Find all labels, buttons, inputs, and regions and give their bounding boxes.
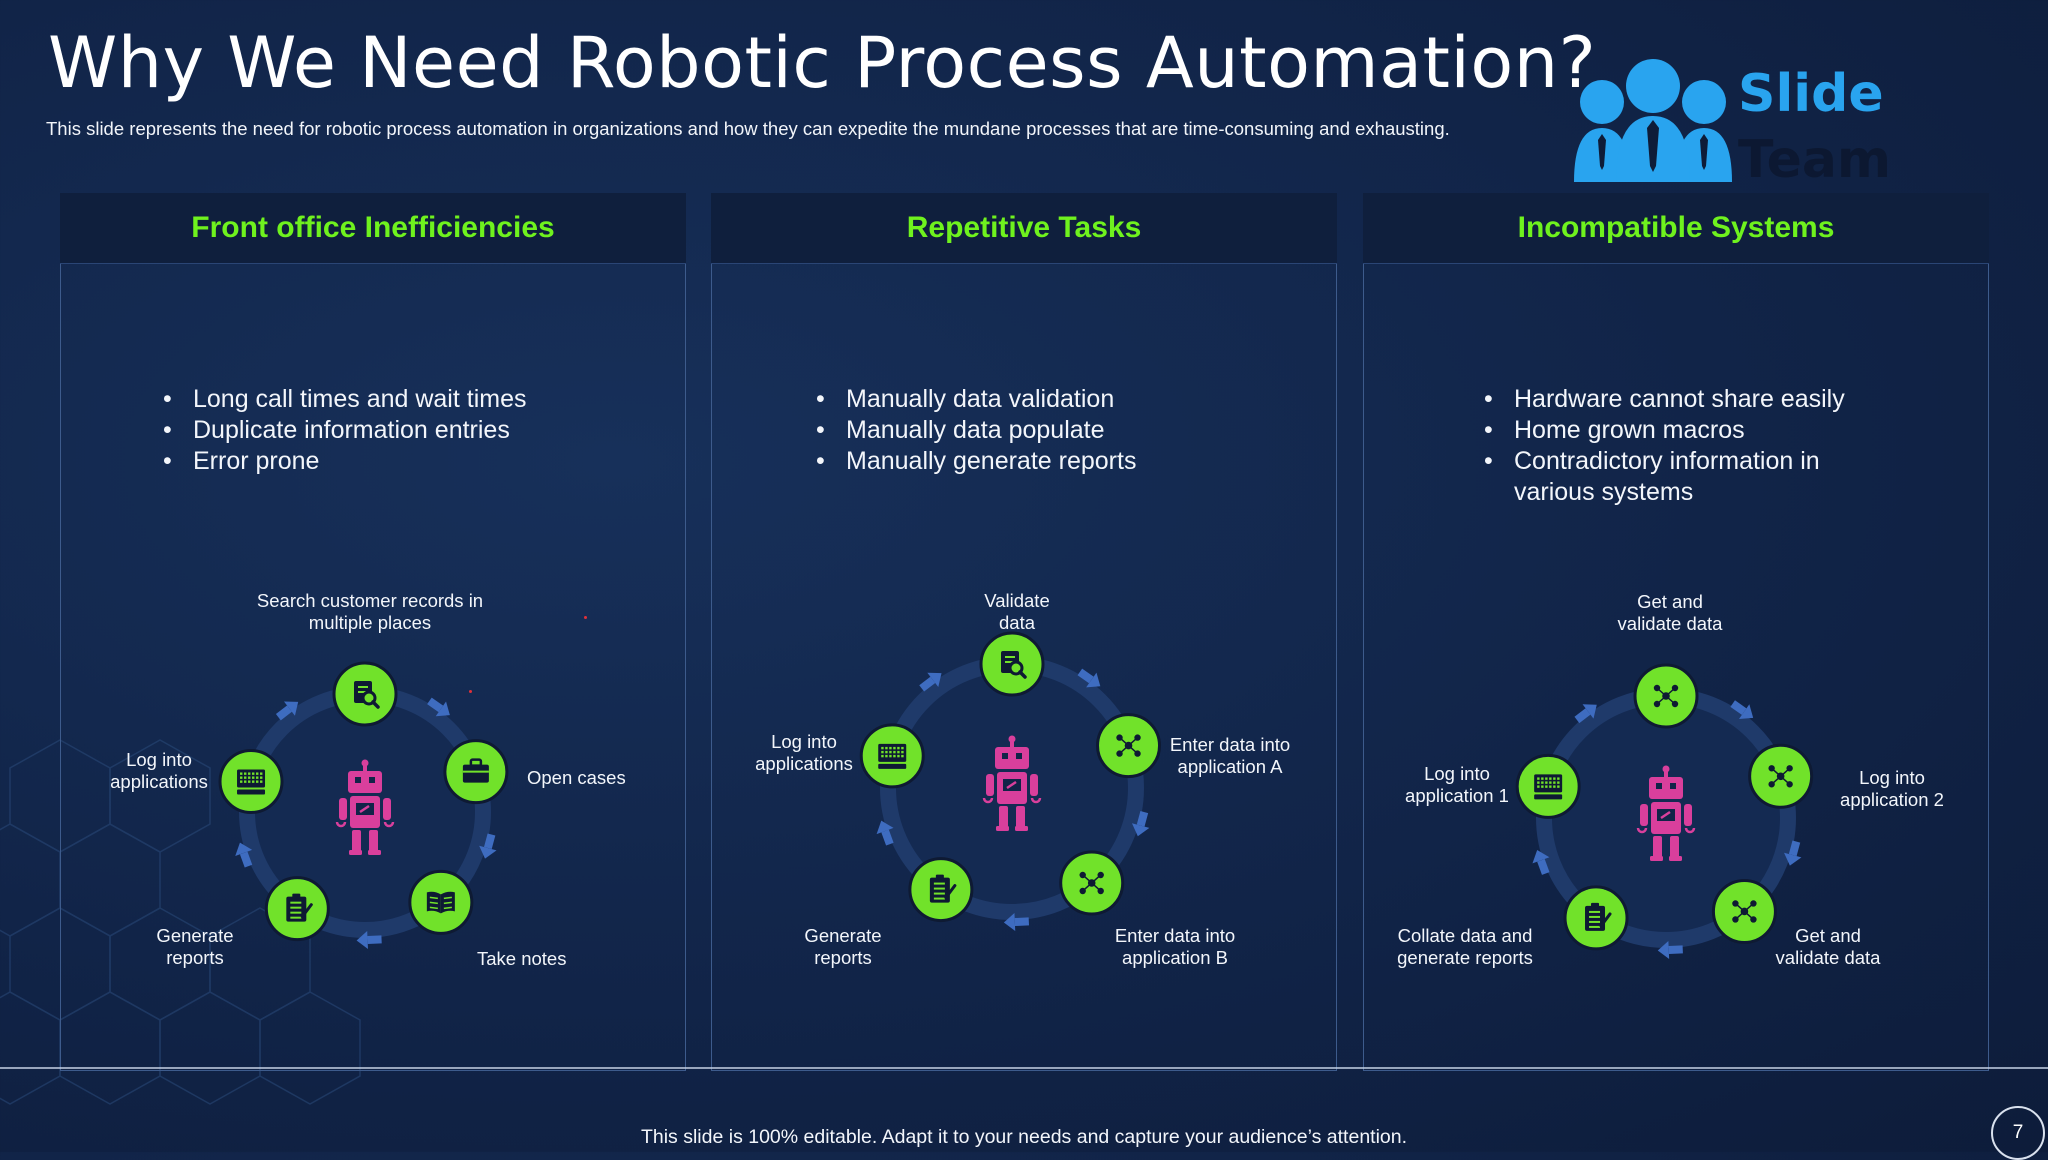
cycle-arrow-icon [1131, 811, 1150, 837]
cycle-label: Collate data and generate reports [1397, 925, 1533, 968]
cycle-node [859, 723, 925, 789]
cycle-label: Search customer records in multiple plac… [256, 590, 484, 633]
cycle-label: Validate data [984, 590, 1050, 633]
bullet-list: Manually data validation Manually data p… [816, 384, 1137, 477]
panel-repetitive-tasks: Repetitive Tasks Manually data validatio… [711, 193, 1337, 1071]
slideteam-logo: Slide Team [1568, 54, 1891, 186]
cycle-arrow-icon [1730, 700, 1754, 719]
cycle-node [332, 661, 398, 727]
computer-keyboard-icon [237, 769, 266, 795]
cycle-node [979, 631, 1045, 697]
bullet-item: Duplicate information entries [163, 415, 526, 446]
open-book-icon [426, 891, 455, 914]
panel-heading: Front office Inefficiencies [60, 193, 686, 264]
search-document-icon [1001, 651, 1027, 679]
red-speck [584, 616, 587, 619]
cycle-arrow-icon [1532, 849, 1550, 875]
cycle-node [1515, 753, 1581, 819]
network-nodes-icon [1732, 900, 1757, 923]
cycle-label: Take notes [477, 948, 567, 969]
cycle-arrow-icon [275, 701, 299, 721]
computer-keyboard-icon [878, 743, 907, 769]
panel-incompatible-systems: Incompatible Systems Hardware cannot sha… [1363, 193, 1989, 1071]
footer-divider [0, 1067, 2048, 1069]
cycle-label: Enter data into application B [1114, 925, 1236, 968]
cycle-arrow-icon [356, 931, 382, 950]
cycle-arrow-icon [1657, 941, 1683, 959]
cycle-label: Get and validate data [1775, 925, 1881, 968]
footer-note: This slide is 100% editable. Adapt it to… [640, 1126, 1408, 1148]
cycle-node [443, 739, 509, 805]
page-title: Why We Need Robotic Process Automation? [48, 22, 1597, 104]
cycle-arrow-icon [1077, 668, 1101, 688]
cycle-arrow-icon [1003, 913, 1030, 931]
computer-keyboard-icon [1534, 774, 1563, 800]
bullet-list: Hardware cannot share easily Home grown … [1484, 384, 1845, 508]
bullet-item: Long call times and wait times [163, 384, 527, 415]
bullet-item: Error prone [163, 446, 526, 477]
cycle-label: Generate reports [156, 925, 234, 968]
cycle-node [908, 857, 974, 923]
bullet-list: Long call times and wait times Duplicate… [163, 384, 527, 477]
briefcase-icon [462, 758, 489, 783]
cycle-node [1059, 850, 1125, 916]
panel-heading: Incompatible Systems [1363, 193, 1989, 264]
cycle-label: Open cases [527, 767, 626, 788]
network-nodes-icon [1653, 684, 1679, 708]
cycle-node [408, 869, 474, 935]
robot-icon [982, 735, 1042, 831]
cycle-arrow-icon [427, 697, 450, 717]
cycle-label: Get and validate data [1617, 591, 1723, 634]
process-cycle [218, 661, 509, 950]
people-logo-icon [1574, 59, 1732, 182]
cycle-arrow-icon [1784, 840, 1802, 866]
red-speck [469, 690, 472, 693]
bullet-item: Manually data validation [816, 384, 1136, 415]
cycle-node [1096, 713, 1162, 779]
panel-heading: Repetitive Tasks [711, 193, 1337, 264]
clipboard-report-icon [286, 893, 313, 922]
cycle-label: Log into applications [110, 749, 208, 792]
bullet-item: Contradictory information in various sys… [1484, 446, 1845, 508]
network-nodes-icon [1116, 734, 1141, 757]
page-subtitle: This slide represents the need for robot… [46, 118, 1450, 139]
cycle-node [218, 748, 284, 814]
cycle-label: Log into application 1 [1405, 763, 1509, 806]
cycle-arrow-icon [876, 820, 894, 846]
cycle-label: Log into application 2 [1840, 767, 1944, 810]
cycle-arrow-icon [1574, 704, 1597, 724]
clipboard-report-icon [1585, 902, 1612, 931]
robot-icon [335, 759, 395, 855]
cycle-arrow-icon [479, 833, 497, 859]
bullet-item: Manually data populate [816, 415, 1136, 446]
bullet-item: Home grown macros [1484, 415, 1845, 446]
process-cycle [1515, 663, 1814, 959]
cycle-node [264, 876, 330, 942]
cycle-node [1711, 878, 1777, 944]
cycle-node [1748, 743, 1814, 809]
bullet-item: Hardware cannot share easily [1484, 384, 1845, 415]
search-document-icon [354, 681, 380, 709]
cycle-arrow-icon [919, 672, 942, 692]
logo-text-slide: Slide [1738, 64, 1884, 124]
logo-text-team: Team [1738, 130, 1892, 190]
cycle-label: Enter data into application A [1169, 734, 1291, 777]
cycle-label: Generate reports [804, 925, 882, 968]
network-nodes-icon [1079, 871, 1104, 895]
network-nodes-icon [1768, 765, 1793, 788]
cycle-arrow-icon [235, 842, 253, 868]
bullet-item: Manually generate reports [816, 446, 1137, 477]
cycle-node [1563, 885, 1629, 951]
process-cycle [859, 631, 1162, 931]
cycle-label: Log into applications [755, 731, 853, 774]
robot-icon [1636, 765, 1696, 861]
clipboard-report-icon [929, 874, 957, 903]
cycle-node [1633, 663, 1699, 729]
panel-front-office: Front office Inefficiencies Long call ti… [60, 193, 686, 1071]
